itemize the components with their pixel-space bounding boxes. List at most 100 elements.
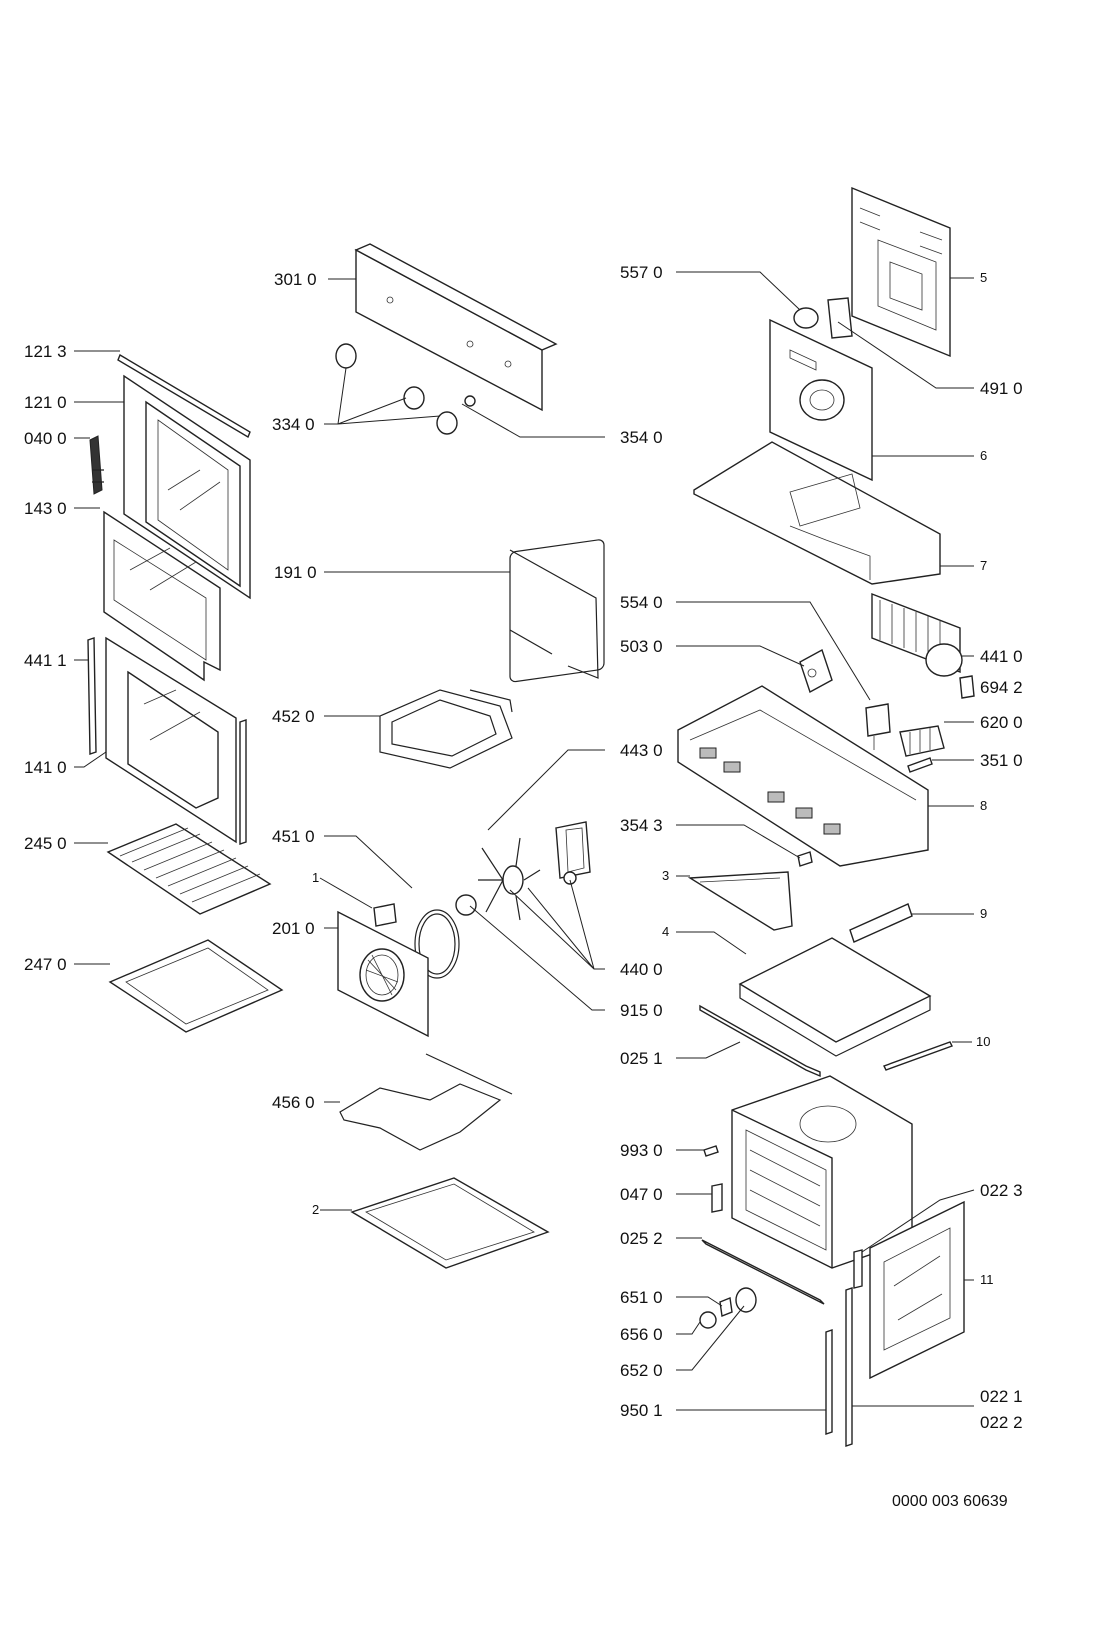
label-047-0: 047 0 [620, 1185, 663, 1204]
label-456-0: 456 0 [272, 1093, 315, 1112]
label-915-0: 915 0 [620, 1001, 663, 1020]
control-housing-part [677, 685, 929, 867]
label-440-0: 440 0 [620, 960, 663, 979]
cavity-rail-part [701, 1239, 825, 1305]
label-11: 11 [980, 1272, 994, 1287]
lamp-socket-part [959, 675, 975, 699]
label-245-0: 245 0 [24, 834, 67, 853]
grill-element-part [379, 689, 513, 769]
label-491-0: 491 0 [980, 379, 1023, 398]
part-labels: 301 0 121 3 121 0 040 0 334 0 354 0 143 … [24, 263, 1023, 1432]
label-652-0: 652 0 [620, 1361, 663, 1380]
label-441-0: 441 0 [980, 647, 1023, 666]
knob-spindle-part [797, 851, 813, 867]
label-443-0: 443 0 [620, 741, 663, 760]
side-trim-part [845, 1287, 853, 1447]
label-354-3: 354 3 [620, 816, 663, 835]
leader-lines [74, 271, 975, 1411]
label-6: 6 [980, 448, 987, 463]
circular-element-part [414, 909, 460, 979]
label-334-0: 334 0 [272, 415, 315, 434]
label-441-1: 441 1 [24, 651, 67, 670]
door-seal-right-part [239, 719, 247, 845]
top-panel-part [693, 441, 941, 585]
label-025-2: 025 2 [620, 1229, 663, 1248]
label-694-2: 694 2 [980, 678, 1023, 697]
terminal-block-part [899, 725, 945, 757]
label-351-0: 351 0 [980, 751, 1023, 770]
hinge-strip-part [853, 1249, 863, 1289]
rear-wall-part [769, 318, 873, 482]
label-9: 9 [980, 906, 987, 921]
label-1: 1 [312, 870, 319, 885]
bottom-rail-part [699, 1004, 821, 1078]
side-panel-part [869, 1200, 965, 1380]
bottom-plate-part [350, 1177, 550, 1269]
label-950-1: 950 1 [620, 1401, 663, 1420]
label-022-2: 022 2 [980, 1413, 1023, 1432]
screw-part [703, 1145, 719, 1157]
label-554-0: 554 0 [620, 593, 663, 612]
label-7: 7 [980, 558, 987, 573]
label-2: 2 [312, 1202, 319, 1217]
control-knobs-part [335, 343, 476, 435]
thermostat-part [793, 297, 853, 339]
label-121-3: 121 3 [24, 342, 67, 361]
base-plate-part [738, 937, 932, 1057]
label-651-0: 651 0 [620, 1288, 663, 1307]
oven-door-gasket-part [509, 539, 605, 683]
fan-blade-part [455, 837, 541, 921]
label-022-3: 022 3 [980, 1181, 1023, 1200]
label-620-0: 620 0 [980, 713, 1023, 732]
tangential-fan-part [871, 592, 963, 677]
label-4: 4 [662, 924, 669, 939]
document-number: 0000 003 60639 [892, 1493, 1008, 1510]
switch-part [865, 703, 891, 750]
label-025-1: 025 1 [620, 1049, 663, 1068]
lamp-cover-part [699, 1287, 757, 1329]
control-panel-part [354, 243, 558, 412]
label-143-0: 143 0 [24, 499, 67, 518]
label-557-0: 557 0 [620, 263, 663, 282]
fan-cover-bracket-part [373, 903, 397, 927]
bottom-element-part [339, 1053, 513, 1151]
label-301-0: 301 0 [274, 270, 317, 289]
back-panel-part [851, 186, 951, 358]
inner-door-glass-part [103, 510, 221, 682]
label-10: 10 [976, 1034, 990, 1049]
oven-door-frame-part [123, 374, 251, 600]
label-022-1: 022 1 [980, 1387, 1023, 1406]
label-201-0: 201 0 [272, 919, 315, 938]
label-247-0: 247 0 [24, 955, 67, 974]
label-040-0: 040 0 [24, 429, 67, 448]
door-seal-left-part [87, 637, 97, 755]
outer-door-part [105, 636, 237, 844]
fan-motor-part [555, 821, 591, 885]
door-seal-strip-part [825, 1329, 833, 1435]
label-121-0: 121 0 [24, 393, 67, 412]
fan-cover-part [337, 910, 429, 1038]
baking-tray-part [108, 939, 284, 1033]
bracket-9-part [849, 903, 913, 943]
label-141-0: 141 0 [24, 758, 67, 777]
label-3: 3 [662, 868, 669, 883]
hinge-receiver-part [711, 1183, 723, 1213]
door-hinge-part [89, 435, 104, 495]
label-354-0: 354 0 [620, 428, 663, 447]
wire-shelf-part [106, 823, 272, 915]
timer-motor-part [799, 648, 833, 694]
label-993-0: 993 0 [620, 1141, 663, 1160]
label-452-0: 452 0 [272, 707, 315, 726]
oven-cavity-part [731, 1075, 913, 1269]
fuse-part [907, 757, 933, 773]
label-191-0: 191 0 [274, 563, 317, 582]
label-451-0: 451 0 [272, 827, 315, 846]
label-5: 5 [980, 270, 987, 285]
label-8: 8 [980, 798, 987, 813]
label-656-0: 656 0 [620, 1325, 663, 1344]
oven-door-trim-part [117, 353, 251, 439]
strip-10-part [883, 1041, 953, 1071]
label-503-0: 503 0 [620, 637, 663, 656]
bracket-3-part [687, 871, 793, 931]
